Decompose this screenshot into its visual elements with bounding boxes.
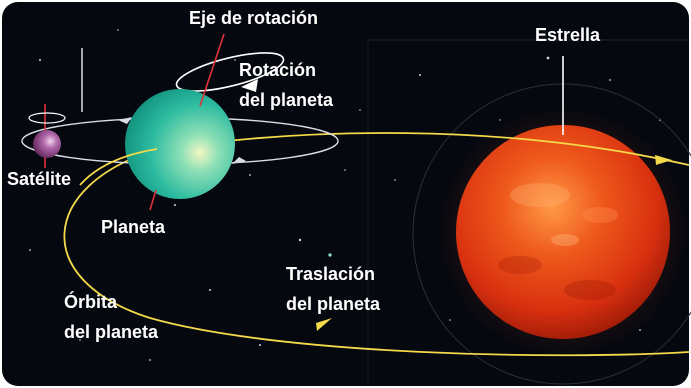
satellite-orbit-arrow-bottom-icon [232, 157, 246, 164]
planet-axis-line-top [199, 33, 225, 107]
star-texture [498, 183, 618, 300]
rotation-label-line1: Rotación [239, 60, 317, 80]
satellite-body [33, 130, 61, 158]
satellite-orbit-arrow-left-icon [118, 117, 132, 124]
planet-label: Planeta [101, 217, 166, 237]
orbit-arrow-icon [316, 318, 332, 331]
planet-orbit-lower [63, 149, 690, 357]
planet-axis-line-bottom [149, 189, 157, 211]
rotation-arrow-icon [241, 79, 258, 92]
star-body [456, 125, 670, 339]
satellite-rotation-ring [28, 112, 66, 124]
orbit-arrow-right-icon [655, 155, 672, 165]
planet-rotation-ring [175, 52, 285, 92]
star-label: Estrella [535, 25, 601, 45]
translation-label-line1: Traslación [286, 264, 376, 284]
orbit-label-line1: Órbita [64, 292, 118, 312]
translation-label-line2: del planeta [286, 294, 381, 314]
axis-label: Eje de rotación [189, 8, 319, 28]
background-stars [29, 29, 661, 361]
orbit-label-line2: del planeta [64, 322, 159, 342]
satellite-label: Satélite [7, 169, 72, 189]
rotation-label-line2: del planeta [239, 90, 334, 110]
planet-body [125, 89, 235, 199]
